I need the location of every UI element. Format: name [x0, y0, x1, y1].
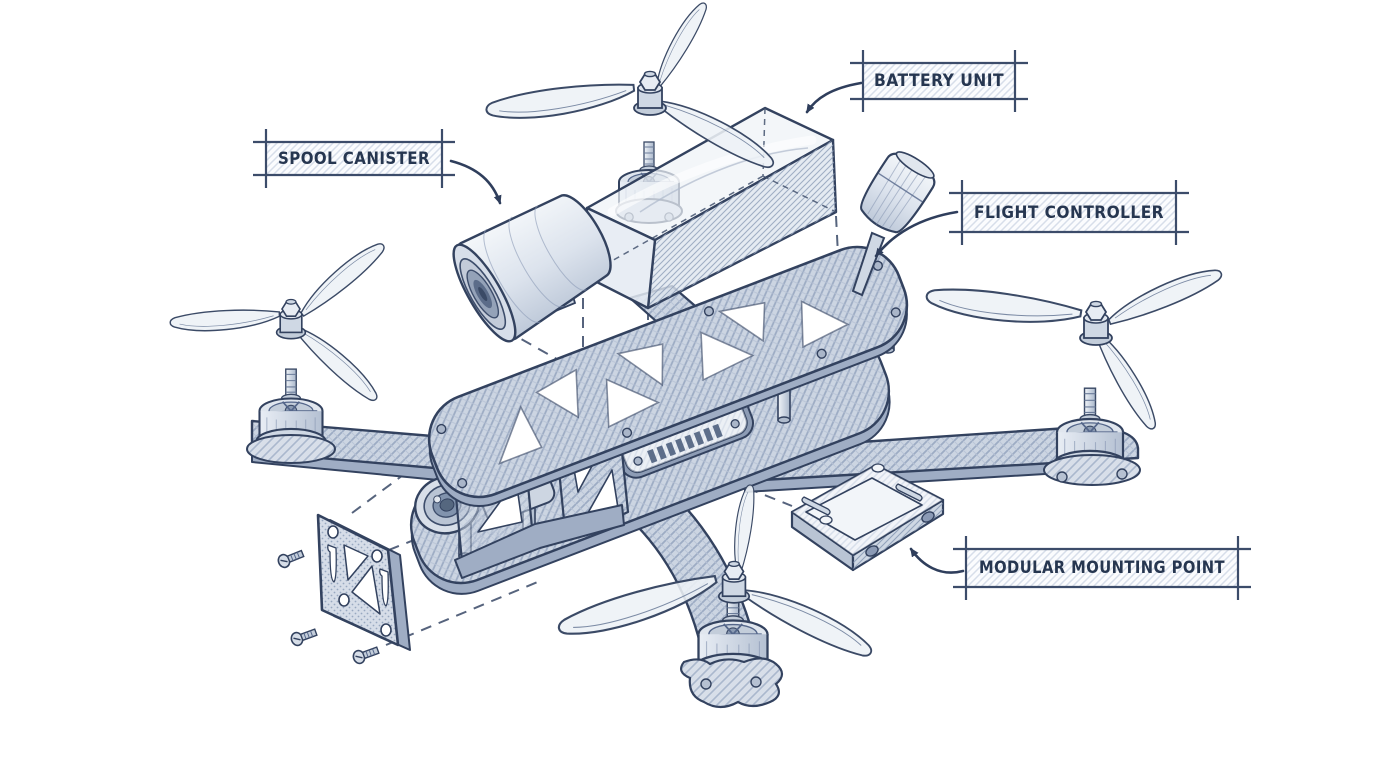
- screw-icon: [288, 625, 319, 648]
- mounting-plate: [316, 513, 411, 651]
- propeller-left: [169, 237, 391, 408]
- label-flight-controller-text: FLIGHT CONTROLLER: [974, 203, 1164, 223]
- leader-canister-to-frame: [504, 329, 581, 373]
- arrow-to-battery: [805, 81, 863, 114]
- annotation-arrows: [449, 81, 965, 574]
- arrow-to-flight-controller: [874, 210, 959, 258]
- propeller-right: [923, 262, 1227, 435]
- label-battery-unit: BATTERY UNIT: [850, 50, 1028, 112]
- modular-mounting-tray: [790, 463, 945, 572]
- left-motor-pad: [246, 434, 336, 464]
- arrow-to-canister: [449, 159, 502, 205]
- bottom-motor-pad: [680, 657, 784, 709]
- arrow-to-mounting-point: [909, 547, 965, 574]
- label-modular-mounting-point-text: MODULAR MOUNTING POINT: [979, 558, 1225, 578]
- screw-icon: [350, 643, 381, 666]
- antenna: [851, 151, 936, 297]
- label-flight-controller: FLIGHT CONTROLLER: [949, 180, 1189, 245]
- propeller-top: [484, 0, 780, 177]
- label-spool-canister: SPOOL CANISTER: [253, 129, 455, 188]
- top-plate: [427, 245, 909, 508]
- label-modular-mounting-point: MODULAR MOUNTING POINT: [953, 536, 1251, 600]
- label-battery-unit-text: BATTERY UNIT: [874, 71, 1004, 91]
- screw-icon: [275, 546, 306, 570]
- leader-plate-3: [385, 580, 541, 646]
- spool-canister: [452, 194, 612, 343]
- plate-screws: [436, 260, 901, 489]
- pin-connector: [647, 423, 723, 464]
- label-spool-canister-text: SPOOL CANISTER: [278, 149, 430, 169]
- battery-unit: [583, 106, 838, 310]
- right-motor-pad: [1043, 454, 1141, 486]
